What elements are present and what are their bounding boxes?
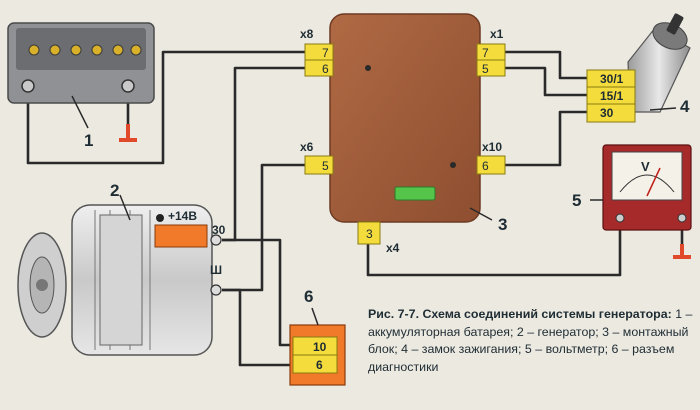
callout-5: 5	[572, 191, 581, 210]
connector-x8	[304, 43, 334, 77]
callout-6: 6	[304, 287, 313, 306]
connector-x10	[476, 155, 506, 175]
battery	[7, 22, 155, 104]
voltmeter-face	[611, 151, 683, 201]
generator-30-label: 30	[212, 223, 226, 237]
figure-caption-legend: 1 – аккумуляторная батарея; 2 – генерато…	[368, 307, 693, 374]
wire-x6-5-to-gen-sh	[222, 163, 305, 292]
wire-x1-5-to-ign15-1	[493, 66, 587, 97]
callout-3: 3	[498, 215, 507, 234]
connector-x1-pin-2: 5	[482, 62, 489, 76]
ground-symbols	[119, 124, 691, 259]
connector-x1-label: x1	[490, 27, 504, 41]
connector-x10-label: x10	[482, 140, 502, 154]
generator-sh-label: Ш	[210, 263, 222, 277]
connector-x6	[304, 155, 334, 175]
connector-x6-label: x6	[300, 140, 314, 154]
junction-dot	[365, 65, 371, 71]
generator-terminal-bracket	[154, 224, 208, 248]
wire-x8-6-to-gen30	[222, 66, 305, 242]
generator-terminal-sh	[210, 284, 222, 296]
callout-leaders	[71, 95, 677, 326]
wire-gen30-to-diag10	[222, 238, 293, 347]
ignition-terminal-block	[586, 69, 636, 123]
connector-x4	[357, 221, 381, 245]
callout-1: 1	[84, 131, 93, 150]
connector-x4-pin: 3	[366, 227, 373, 241]
connector-x10-pin: 6	[482, 159, 489, 173]
generator-plus14-terminal	[156, 214, 164, 222]
ground-symbol-battery-stem	[126, 124, 130, 139]
generator	[17, 204, 222, 356]
diag-pin-10: 10	[313, 340, 327, 354]
figure-caption-title: Рис. 7-7. Схема соединений системы генер…	[368, 307, 672, 321]
figure-caption: Рис. 7-7. Схема соединений системы генер…	[368, 306, 696, 376]
connector-x8-label: x8	[300, 27, 314, 41]
connector-x6-pin: 5	[322, 159, 329, 173]
voltmeter-symbol: V	[641, 159, 650, 174]
ground-symbol-voltmeter	[673, 255, 691, 259]
voltmeter-scale	[619, 174, 675, 193]
battery-cells	[28, 44, 142, 56]
ignition-key	[666, 13, 684, 35]
ignition-terminal-30: 30	[600, 106, 614, 120]
voltmeter-terminal-1	[615, 213, 625, 223]
ignition-terminal-15-1: 15/1	[600, 89, 624, 103]
fuse	[394, 186, 436, 201]
wire-x1-7-to-ign30-1	[493, 50, 587, 80]
ignition-lock	[586, 13, 691, 123]
generator-terminal-30	[210, 234, 222, 246]
connector-x8-pin-1: 7	[322, 46, 329, 60]
callout-4: 4	[680, 97, 690, 116]
connector-x1	[476, 43, 506, 77]
connector-x8-pin-2: 6	[322, 62, 329, 76]
wire-ign30	[493, 110, 587, 167]
ground-symbol-battery	[119, 138, 137, 142]
wire-battery-to-x8-7	[26, 50, 305, 165]
wire-gensh-to-diag6	[222, 288, 293, 367]
callout-2: 2	[110, 181, 119, 200]
ignition-terminal-30-1: 30/1	[600, 72, 624, 86]
connector-x1-pin-1: 7	[482, 46, 489, 60]
junction-dot-2	[450, 162, 456, 168]
voltmeter-terminal-2	[677, 213, 687, 223]
generator-plus14-label: +14В	[168, 209, 197, 223]
generator-mid-band	[99, 214, 143, 346]
connector-x4-label: x4	[386, 241, 400, 255]
diag-connector	[289, 324, 346, 386]
voltmeter-needle	[646, 167, 661, 197]
voltmeter	[602, 144, 692, 231]
battery-terminal-plus	[121, 79, 135, 93]
generator-pulley-hub	[36, 279, 48, 291]
diag-pin-6: 6	[316, 358, 323, 372]
wire-x4-to-voltmeter	[366, 230, 622, 277]
battery-terminal-minus	[21, 79, 35, 93]
ground-symbol-voltmeter-stem	[680, 244, 684, 256]
